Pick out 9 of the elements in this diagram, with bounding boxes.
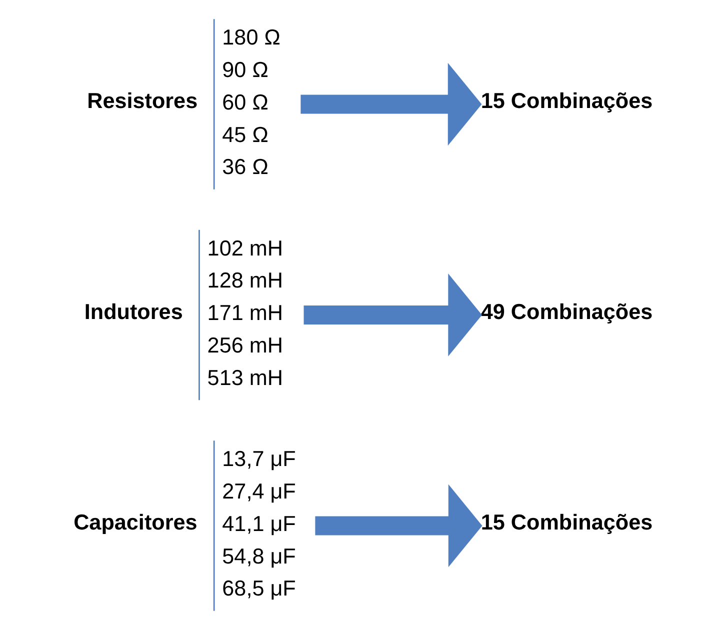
- arrow: [300, 62, 482, 146]
- node-text: 49 Combinações: [480, 298, 653, 324]
- node-text: 15 Combinações: [480, 510, 653, 535]
- arrow: [315, 484, 482, 568]
- node-text: Resistores 180 Ω 90 Ω 60 Ω 45 Ω 36 Ω: [87, 24, 280, 180]
- node-text: 15 Combinações: [480, 88, 653, 114]
- node-text: Indutores 102 mH 128 mH 171 mH 256 mH 513 mH: [84, 235, 283, 390]
- node-text: Capacitores 13,7 μF 27,4 μF 41,1 μF 54,8 μF 68,5 μF: [74, 446, 296, 601]
- arrow: [304, 274, 482, 356]
